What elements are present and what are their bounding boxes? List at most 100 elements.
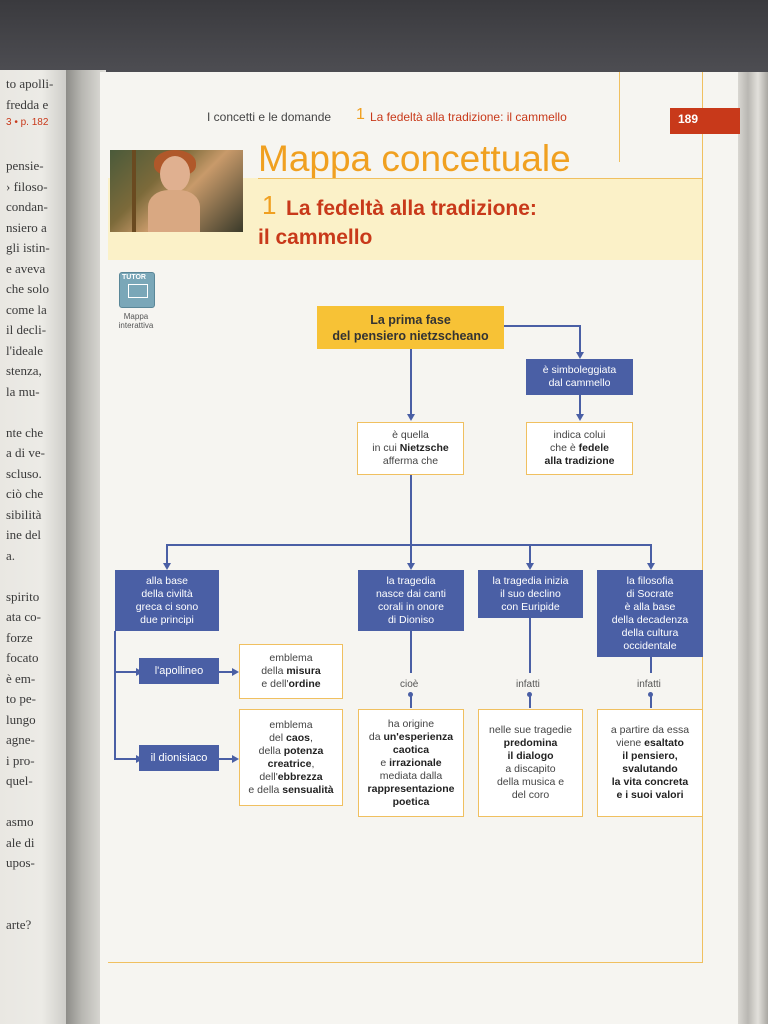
tragedy-origin-box: la tragedianasce dai canticorali in onor…: [358, 570, 464, 631]
tutor-caption: Mappa interattiva: [114, 312, 158, 330]
figure-face: [160, 156, 190, 192]
facing-page-line: ale di: [6, 835, 35, 851]
col2-desc-g-bold: poetica: [393, 796, 430, 808]
facing-page-line: che solo: [6, 281, 49, 297]
arrow-down-icon: [163, 563, 171, 570]
connector: [579, 395, 581, 416]
running-head-number: 1: [356, 106, 365, 124]
arrow-down-icon: [407, 414, 415, 421]
scan-top-shadow: [0, 0, 768, 72]
col3-desc-a: nelle sue tragedie: [489, 724, 572, 737]
camel-line1: è simboleggiata: [543, 364, 617, 377]
dionisiaco-desc-f-bold: sensualità: [282, 784, 333, 796]
connector: [504, 325, 580, 327]
facing-page-line: asmo: [6, 814, 33, 830]
link-word: cioè: [400, 679, 418, 690]
col3-line1: la tragedia inizia: [493, 575, 569, 588]
page-number-badge: 189: [670, 108, 740, 134]
arrow-down-icon: [576, 352, 584, 359]
running-head-chapter: La fedeltà alla tradizione: il cammello: [370, 110, 567, 124]
col4-line2: di Socrate: [612, 588, 688, 601]
euripides-desc-box: nelle sue tragedie predomina il dialogo …: [478, 709, 583, 817]
facing-page-line: è em-: [6, 671, 35, 687]
col3-desc-d: a discapito: [489, 763, 572, 776]
connector: [114, 758, 138, 760]
facing-page-line: nte che: [6, 425, 43, 441]
col1-line4: due principi: [136, 614, 198, 627]
col3-desc-f: del coro: [489, 789, 572, 802]
camel-desc-box: indica colui che è fedele alla tradizion…: [526, 422, 633, 475]
phase-desc-a: è quella: [372, 429, 448, 442]
running-head-section: I concetti e le domande: [207, 110, 331, 124]
thyrsus-staff: [132, 150, 136, 232]
col4-line6: occidentale: [612, 640, 688, 653]
facing-page-line: fredda e: [6, 97, 48, 113]
apollineo-box: l'apollineo: [139, 658, 219, 684]
col4-desc-d-bold: svalutando: [622, 763, 677, 775]
dionisiaco-desc-box: emblema del caos, della potenza creatric…: [239, 709, 343, 806]
facing-page-line: e aveva: [6, 261, 45, 277]
facing-page-line: agne-: [6, 732, 35, 748]
facing-page-line: come la: [6, 302, 47, 318]
root-line1: La prima fase: [332, 312, 488, 328]
tutor-caption-line2: interattiva: [114, 321, 158, 330]
phase-desc-b: in cui: [372, 442, 399, 454]
col3-desc-b-bold: predomina: [504, 737, 558, 749]
tutor-icon[interactable]: TUTOR: [119, 272, 155, 308]
page-edge: [738, 72, 768, 1024]
facing-page-line: focato: [6, 650, 38, 666]
facing-page-line: upos-: [6, 855, 35, 871]
connector-dot: [648, 692, 653, 697]
apollineo-desc-c: e dell': [261, 678, 288, 690]
facing-page-line: ine del: [6, 527, 41, 543]
connector: [166, 544, 651, 546]
apollineo-desc-box: emblema della misura e dell'ordine: [239, 644, 343, 699]
connector: [410, 631, 412, 673]
phase-desc-b-bold: Nietzsche: [400, 442, 449, 454]
facing-page-line: il decli-: [6, 322, 46, 338]
connector-dot: [527, 692, 532, 697]
dionisiaco-desc-c-bold: potenza: [284, 745, 324, 757]
facing-page-line: scluso.: [6, 466, 42, 482]
facing-page-line: spirito: [6, 589, 39, 605]
phase-desc-c: afferma che: [372, 455, 448, 468]
arrow-down-icon: [407, 563, 415, 570]
title-rule: [258, 178, 702, 179]
col4-line5: della cultura: [612, 627, 688, 640]
facing-page-line: a di ve-: [6, 445, 45, 461]
connector: [410, 475, 412, 545]
dionisiaco-desc-b: del: [269, 732, 286, 744]
arrow-down-icon: [647, 563, 655, 570]
facing-page-line: sibilità: [6, 507, 41, 523]
dionisiaco-desc-a: emblema: [248, 719, 333, 732]
dionisiaco-desc-b-bold: caos: [286, 732, 310, 744]
connector: [166, 544, 168, 564]
facing-page-line: arte?: [6, 917, 31, 933]
col2-desc-d: e: [380, 757, 389, 769]
facing-page-line: to apolli-: [6, 76, 53, 92]
dionisiaco-desc-d-bold: creatrice: [268, 758, 312, 770]
col4-desc-a: a partire da essa: [611, 724, 689, 737]
col4-desc-b: viene: [616, 737, 644, 749]
col4-desc-f-bold: e i suoi valori: [616, 789, 683, 801]
dionisiaco-desc-f: e della: [248, 784, 282, 796]
monitor-icon: [128, 284, 148, 298]
col2-desc-d-bold: irrazionale: [389, 757, 442, 769]
arrow-down-icon: [576, 414, 584, 421]
arrow-right-icon: [232, 668, 239, 676]
col2-desc-b: da: [369, 731, 384, 743]
dionisiaco-desc-c: della: [259, 745, 284, 757]
col4-line1: la filosofia: [612, 575, 688, 588]
connector: [114, 671, 138, 673]
col4-desc-e-bold: la vita concreta: [612, 776, 688, 788]
camel-line2: dal cammello: [543, 377, 617, 390]
col1-line2: della civiltà: [136, 588, 198, 601]
principles-box: alla basedella civiltàgreca ci sonodue p…: [115, 570, 219, 631]
link-word: infatti: [516, 679, 540, 690]
facing-page-line: quel-: [6, 773, 33, 789]
painting-illustration: [110, 150, 243, 232]
socrates-box: la filosofiadi Socrateè alla basedella d…: [597, 570, 703, 657]
facing-page-line: la mu-: [6, 384, 40, 400]
